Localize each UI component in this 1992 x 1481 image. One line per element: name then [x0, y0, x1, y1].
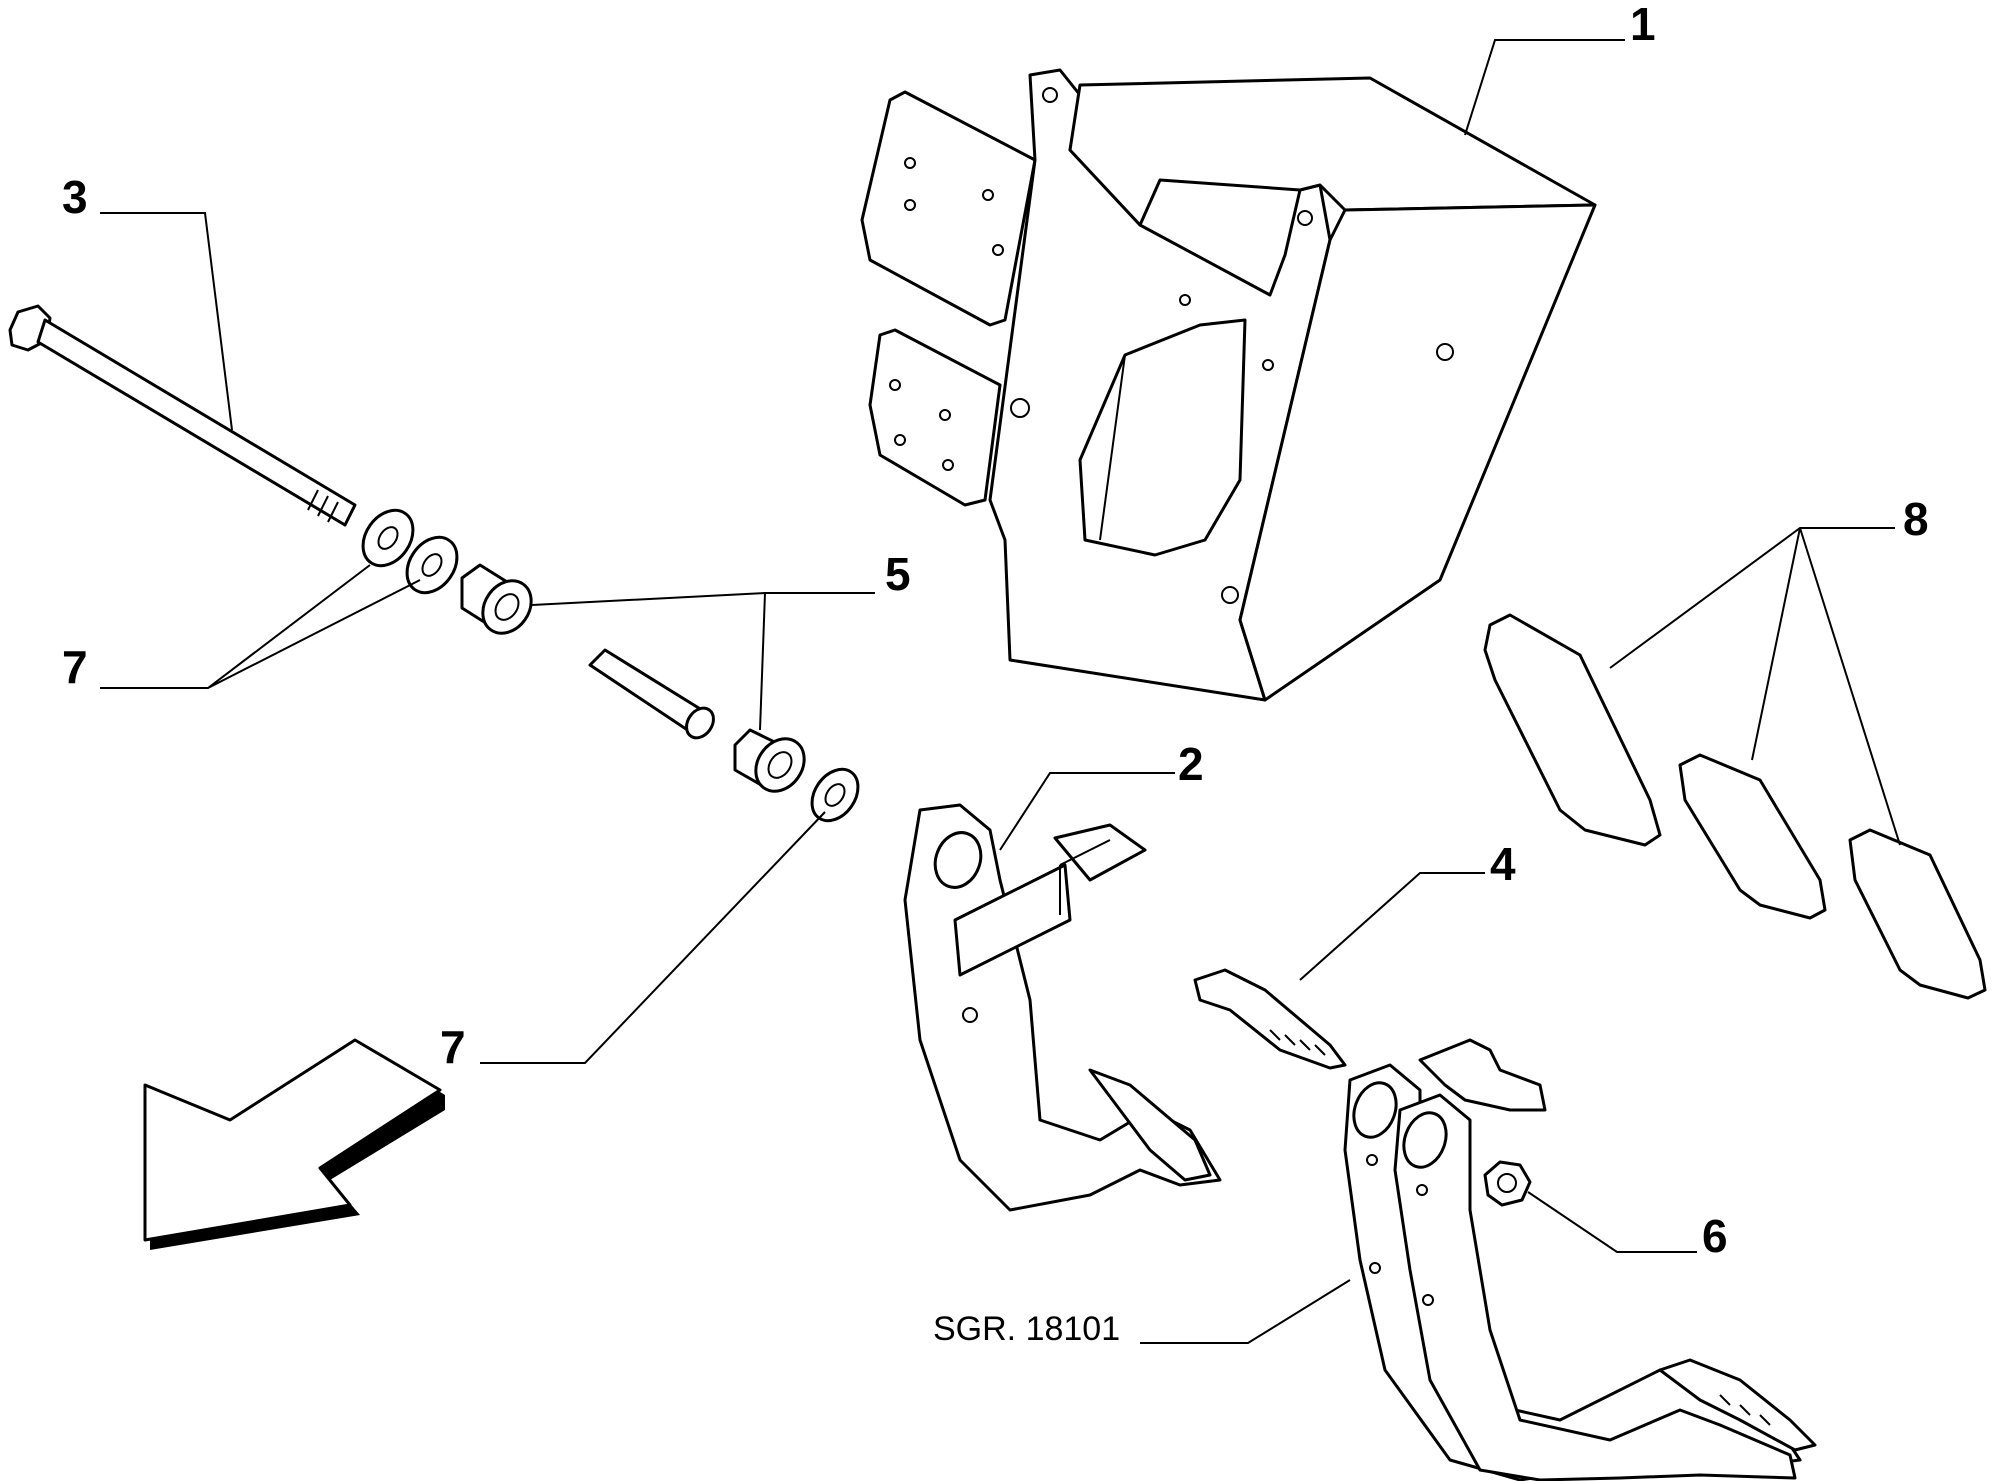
- pedal-pad-large: [1483, 613, 1662, 847]
- callout-7-lower: 7: [440, 1021, 466, 1073]
- callout-3: 3: [62, 171, 88, 223]
- washer-upper-2: [405, 535, 459, 595]
- pedal-bracket: [860, 68, 1597, 702]
- callout-1: 1: [1630, 0, 1656, 50]
- bushing-lower: [733, 728, 806, 793]
- washer-lower: [810, 767, 860, 823]
- callout-4: 4: [1490, 838, 1516, 890]
- return-pad: [1193, 968, 1347, 1070]
- brake-pedal: [903, 803, 1222, 1212]
- callout-5: 5: [885, 548, 911, 600]
- pivot-bolt: [8, 304, 357, 527]
- callout-6: 6: [1702, 1210, 1728, 1262]
- bushing-upper: [460, 563, 533, 635]
- callout-7-upper: 7: [62, 641, 88, 693]
- callout-8: 8: [1903, 493, 1929, 545]
- lock-nut: [1483, 1160, 1532, 1207]
- washer-upper-1: [361, 508, 415, 568]
- leader-lines: [100, 39, 1901, 1344]
- drawing-reference: SGR. 18101: [933, 1310, 1120, 1348]
- twin-pedal-assembly: [1343, 1038, 1817, 1481]
- pedal-pad-medium: [1678, 753, 1827, 920]
- arrow-down-left-icon: [143, 1038, 445, 1250]
- pedal-pad-small: [1848, 828, 1987, 1000]
- callout-2: 2: [1178, 738, 1204, 790]
- spacer-tube: [588, 648, 715, 740]
